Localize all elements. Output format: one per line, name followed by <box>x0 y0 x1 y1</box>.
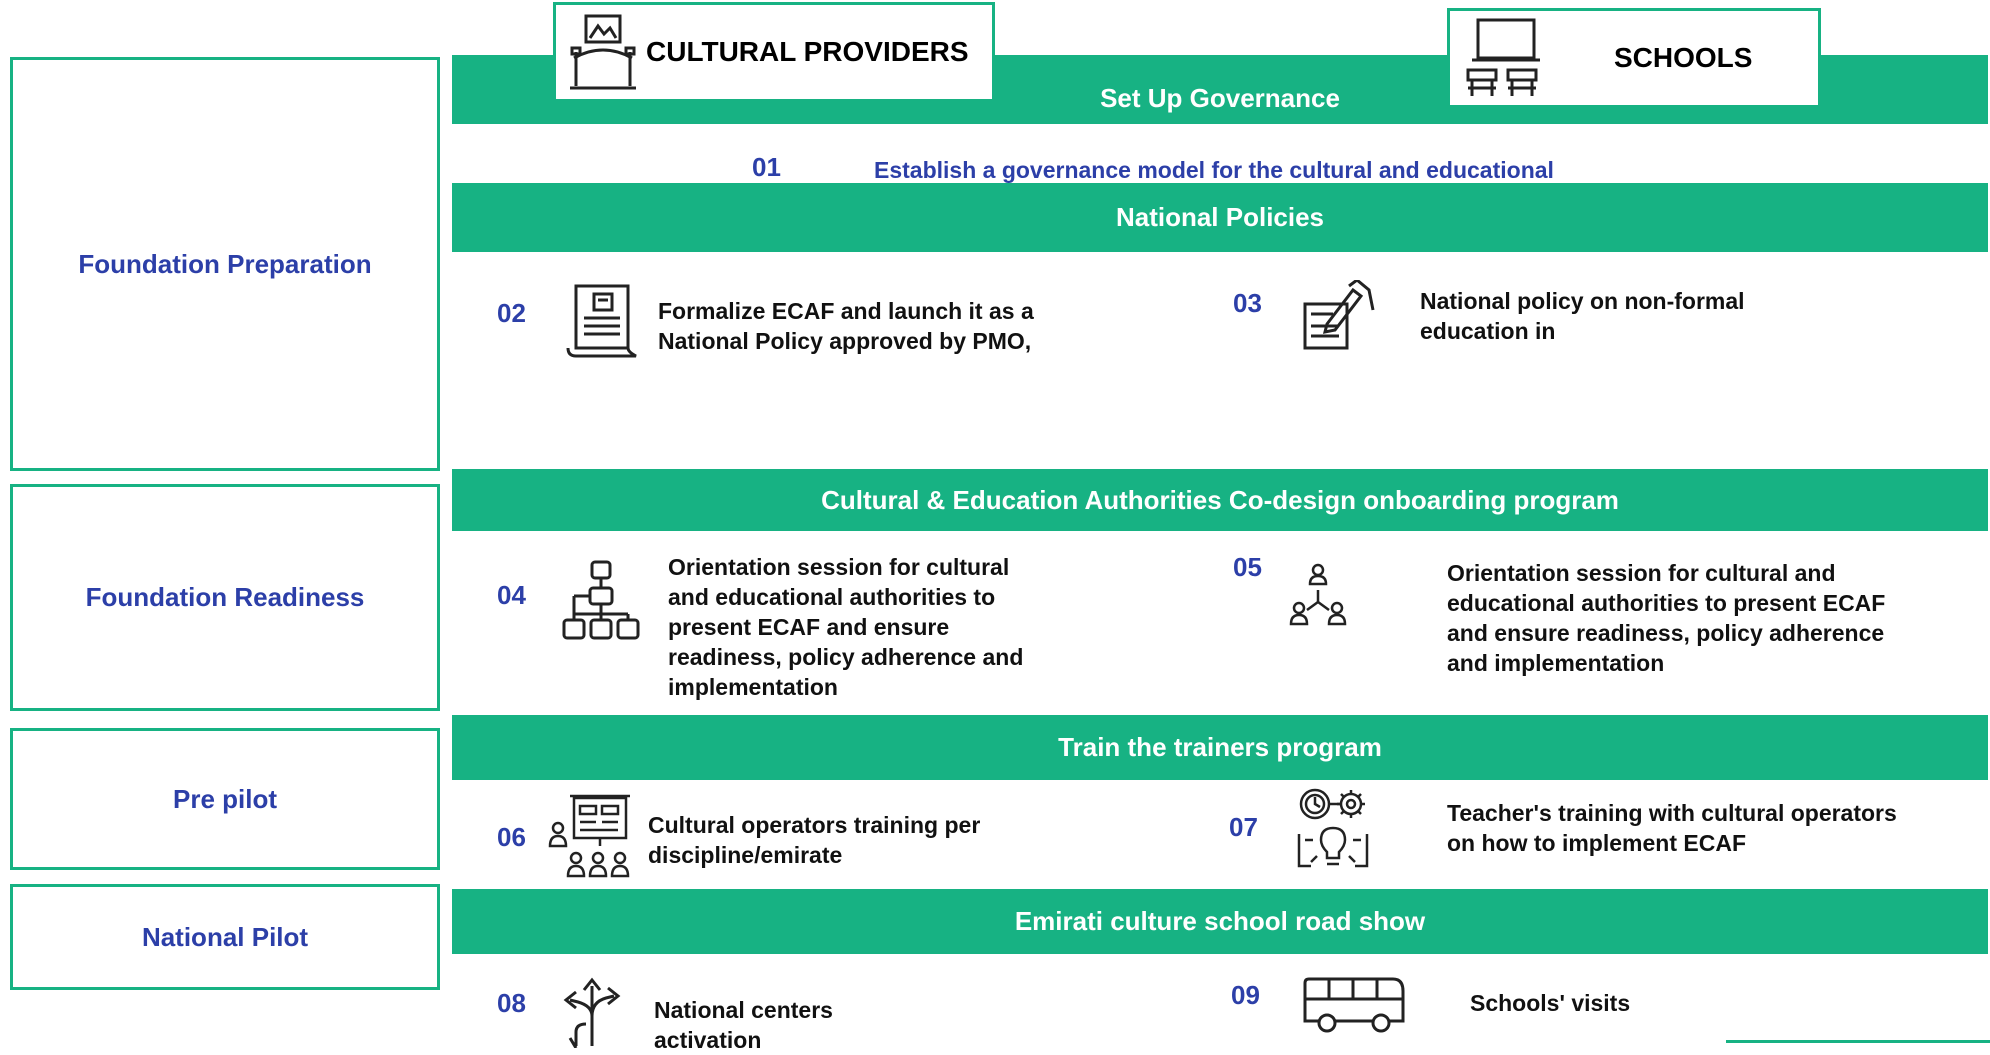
bus-icon <box>1303 975 1407 1033</box>
presentation-icon <box>548 792 632 880</box>
phase-label: National Pilot <box>141 921 309 952</box>
phase-label: Foundation Preparation <box>78 248 372 279</box>
header-cultural-providers: CULTURAL PROVIDERS <box>553 2 995 102</box>
step-number: 04 <box>497 580 526 610</box>
bar-codesign-onboarding: Cultural & Education Authorities Co-desi… <box>452 469 1988 531</box>
step-text: Orientation session for cultural and edu… <box>668 554 1024 700</box>
step-text: Teacher's training with cultural operato… <box>1447 800 1897 856</box>
team-network-icon <box>1283 562 1353 632</box>
step-text: Orientation session for cultural and edu… <box>1447 560 1886 676</box>
bar-label: Train the trainers program <box>1058 732 1382 762</box>
step-number: 03 <box>1233 288 1262 318</box>
step-number: 07 <box>1229 812 1258 842</box>
step-text: National centers activation <box>654 997 833 1053</box>
bar-label: National Policies <box>1115 202 1325 232</box>
museum-exhibit-icon <box>570 12 636 92</box>
phase-pre-pilot: Pre pilot <box>10 728 440 870</box>
step-number: 06 <box>497 822 526 852</box>
step-number: 02 <box>497 298 526 328</box>
phase-label: Pre pilot <box>172 783 277 814</box>
bar-label: Emirati culture school road show <box>1014 906 1426 936</box>
signing-contract-icon <box>1299 280 1375 352</box>
bar-national-policies: National Policies <box>452 183 1988 252</box>
bar-label: Cultural & Education Authorities Co-desi… <box>821 484 1619 515</box>
step-text: Schools' visits <box>1470 990 1631 1016</box>
step-text: Cultural operators training per discipli… <box>648 812 981 868</box>
bar-school-road-show: Emirati culture school road show <box>452 889 1988 954</box>
step-text: Establish a governance model for the cul… <box>874 157 1554 183</box>
header-label: SCHOOLS <box>1614 42 1753 73</box>
header-schools: SCHOOLS <box>1447 8 1821 108</box>
step-text: National policy on non-formal education … <box>1420 288 1745 344</box>
bar-label: Set Up Governance <box>1100 83 1340 113</box>
step-number: 08 <box>497 988 526 1018</box>
phase-foundation-preparation: Foundation Preparation <box>10 57 440 471</box>
phase-national-pilot: National Pilot <box>10 884 440 990</box>
idea-gears-icon <box>1291 784 1375 876</box>
classroom-icon <box>1464 16 1544 100</box>
bar-train-the-trainers: Train the trainers program <box>452 715 1988 780</box>
org-chart-icon <box>560 560 644 640</box>
step-number: 09 <box>1231 980 1260 1010</box>
phase-label: Foundation Readiness <box>85 582 365 612</box>
directions-icon <box>556 976 628 1048</box>
phase-foundation-readiness: Foundation Readiness <box>10 484 440 711</box>
document-icon <box>566 282 638 358</box>
accent-line <box>1726 1040 1990 1043</box>
step-number: 05 <box>1233 552 1262 582</box>
step-number: 01 <box>752 152 781 182</box>
header-label: CULTURAL PROVIDERS <box>646 36 969 67</box>
step-text: Formalize ECAF and launch it as a Nation… <box>658 298 1034 354</box>
